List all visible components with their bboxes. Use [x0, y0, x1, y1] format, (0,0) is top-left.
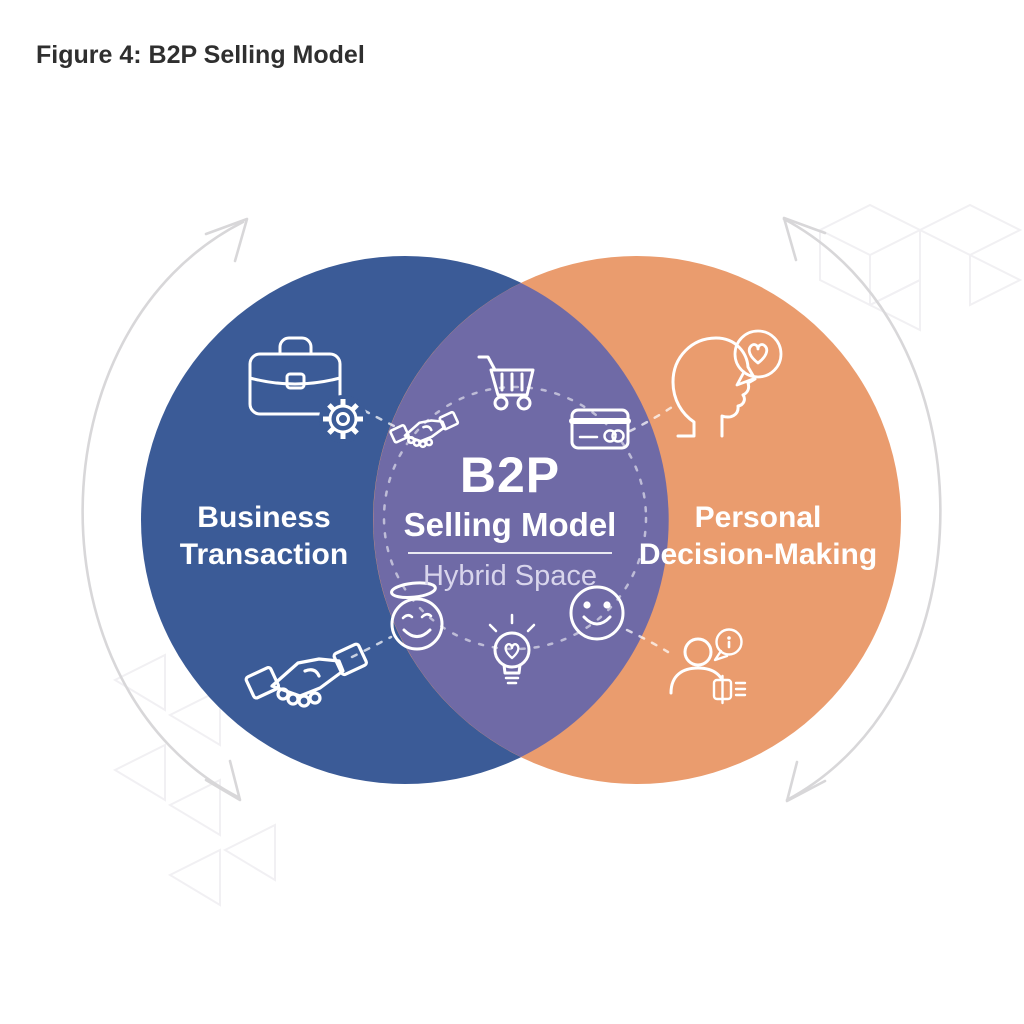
left-arrow-head-bottom — [204, 759, 242, 802]
overlap-heading: B2P — [460, 447, 560, 503]
right-cycle-arrow — [782, 217, 942, 802]
left-circle-label-line1: Business — [197, 501, 330, 534]
overlap-subheading: Selling Model — [404, 506, 617, 543]
background-shapes-bottom-left — [112, 653, 276, 907]
figure-title: Figure 4: B2P Selling Model — [36, 41, 365, 69]
overlap-caption: Hybrid Space — [423, 560, 597, 592]
lightbulb-heart-icon — [488, 613, 536, 685]
info-speech-bubble — [713, 628, 743, 662]
right-arrow-head-top — [782, 216, 827, 262]
head-heart-speech-icon — [671, 329, 783, 438]
smiley-face-icon — [569, 585, 625, 641]
left-arrow-head-top — [204, 217, 249, 263]
right-circle-label-line2: Decision-Making — [639, 538, 877, 571]
credit-card-icon — [569, 408, 631, 450]
heart-speech-bubble — [733, 329, 783, 387]
checklist-detail — [712, 674, 747, 705]
background-shapes-top-right — [817, 203, 1023, 332]
cycle-arrows — [81, 216, 942, 803]
left-circle-label-line2: Transaction — [180, 538, 348, 571]
right-arrow-head-bottom — [785, 760, 827, 803]
briefcase-gear-icon — [248, 336, 367, 443]
angel-face-icon — [390, 581, 444, 651]
left-cycle-arrow — [81, 220, 245, 799]
right-circle-label-line1: Personal — [695, 501, 822, 534]
hybrid-dashed-circle — [382, 385, 648, 651]
person-chat-icon — [669, 628, 747, 705]
shopping-cart-icon — [477, 355, 535, 411]
